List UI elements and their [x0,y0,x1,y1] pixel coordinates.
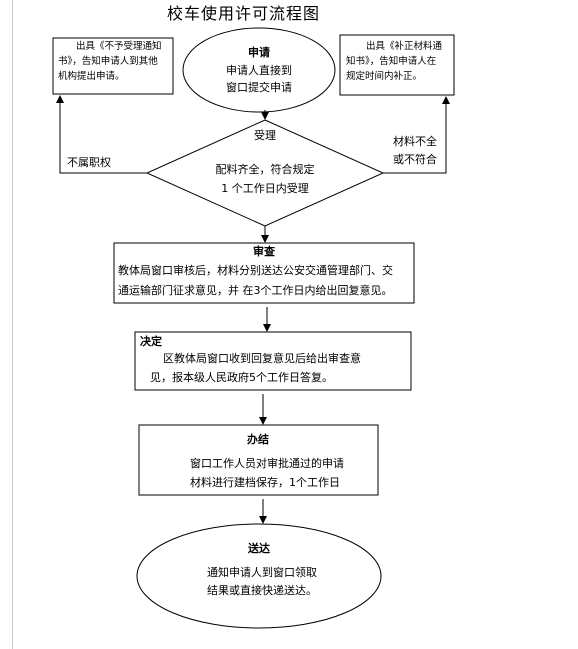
supplement-note-box [339,34,455,96]
apply-heading: 申请 [248,46,270,59]
arrow-incomplete-materials [383,96,450,174]
decision-box [134,331,412,391]
reject-note-box [52,37,174,95]
accept-line-1: 配料齐全，符合规定 [215,163,315,176]
apply-line-1: 申请人直接到 [226,64,292,77]
review-heading: 审查 [253,245,275,258]
branch-incomplete-label-1: 材料不全 [393,135,437,148]
page-edge [12,0,13,649]
apply-line-2: 窗口提交申请 [226,81,292,94]
reject-note-line-1: 出具《不予受理通知 [76,41,162,52]
review-box [113,242,415,304]
accept-line-2: 1 个工作日内受理 [221,182,309,195]
accept-heading: 受理 [254,129,276,142]
branch-incomplete-label-2: 或不符合 [393,153,437,166]
decision-line-2: 见，报本级人民政府5个工作日答复。 [150,371,333,384]
supplement-note-line-2: 知书》，告知申请人在 [346,56,437,67]
apply-ellipse [182,27,336,113]
arrow-not-in-scope [56,95,147,174]
supplement-note-line-1: 出具《补正材料通 [366,41,443,52]
review-line-2: 通运输部门征求意见，并 在3个工作日内给出回复意见。 [118,284,393,297]
decision-line-1: 区教体局窗口收到回复意见后给出审查意 [163,352,361,365]
review-line-1: 教体局窗口审核后，材料分别送达公安交通管理部门、交 [118,264,393,277]
handle-heading: 办结 [247,433,269,446]
reject-note-line-3: 机构提出申请。 [58,71,125,82]
deliver-ellipse [136,523,382,629]
page-title: 校车使用许可流程图 [167,4,321,23]
handle-line-2: 材料进行建档保存，1个工作日 [190,476,340,489]
decision-heading: 决定 [140,335,162,348]
reject-note-line-2: 书》，告知申请人到其他 [58,56,158,67]
deliver-heading: 送达 [248,542,270,555]
handle-line-1: 窗口工作人员对审批通过的申请 [190,457,344,470]
deliver-line-1: 通知申请人到窗口领取 [207,566,317,579]
branch-not-in-scope-label: 不属职权 [67,156,111,169]
deliver-line-2: 结果或直接快递送达。 [207,584,317,597]
supplement-note-line-3: 规定时间内补正。 [346,71,423,82]
handle-box [138,424,379,496]
